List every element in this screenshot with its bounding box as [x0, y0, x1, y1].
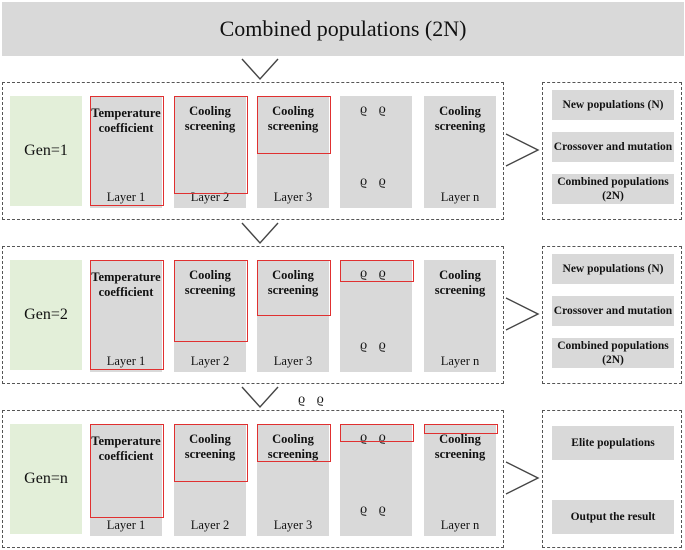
between-dots: ϱ ϱ — [298, 392, 328, 407]
selection-highlight — [257, 260, 331, 316]
layer-title: Cooling screening — [267, 104, 319, 133]
population-op-item: Elite populations — [552, 426, 674, 460]
population-op-item: Crossover and mutation — [552, 296, 674, 326]
population-op-item: Combined populations (2N) — [552, 338, 674, 368]
generation-label: Gen=2 — [10, 260, 82, 370]
population-op-item: New populations (N) — [552, 254, 674, 284]
generation-label: Gen=1 — [10, 96, 82, 206]
layer-number: Layer 3 — [273, 354, 313, 368]
down-chevron-3 — [241, 386, 279, 409]
population-op-item: Combined populations (2N) — [552, 174, 674, 204]
layer-number: Layer n — [440, 190, 480, 204]
right-chevron-arrow — [505, 461, 540, 495]
layer-number: Layer n — [440, 518, 480, 532]
selection-highlight — [257, 424, 331, 462]
generation-section — [2, 82, 504, 220]
population-ops-panel — [542, 82, 682, 220]
layer-box: ϱ ϱ ϱ ϱ — [340, 260, 414, 372]
combined-populations-header: Combined populations (2N) — [2, 2, 684, 56]
layer-number: Layer n — [440, 354, 480, 368]
layer-title: Cooling screening — [184, 268, 236, 297]
selection-highlight — [257, 96, 331, 154]
layer-title: Cooling screening — [434, 432, 486, 461]
layer-number: Layer 1 — [106, 190, 146, 204]
layer-title: Temperature coefficient — [91, 106, 161, 135]
population-op-item: Crossover and mutation — [552, 132, 674, 162]
layer-title: Cooling screening — [184, 104, 236, 133]
layer-title: Cooling screening — [434, 268, 486, 297]
population-op-item: New populations (N) — [552, 90, 674, 120]
selection-highlight — [174, 260, 248, 342]
layer-box: ϱ ϱ ϱ ϱ — [340, 96, 412, 208]
layer-number: Layer 1 — [106, 354, 146, 368]
down-chevron-1 — [241, 58, 279, 81]
selection-highlight — [174, 424, 248, 482]
selection-highlight — [90, 96, 164, 206]
selection-highlight — [340, 424, 414, 442]
layer-title: Temperature coefficient — [91, 270, 161, 299]
layer-title: Temperature coefficient — [91, 434, 161, 463]
generation-section — [2, 246, 504, 384]
ellipsis-top: ϱ ϱ — [360, 102, 390, 117]
ellipsis-top: ϱ ϱ — [360, 266, 390, 281]
layer-number: Layer 3 — [273, 518, 313, 532]
layer-title: Cooling screening — [434, 104, 486, 133]
population-op-item: Output the result — [552, 500, 674, 534]
generation-label: Gen=n — [10, 424, 82, 534]
layer-title: Cooling screening — [184, 432, 236, 461]
selection-highlight — [340, 260, 414, 282]
selection-highlight — [90, 424, 164, 518]
down-chevron-2 — [241, 222, 279, 245]
ellipsis-bottom: ϱ ϱ — [360, 338, 390, 353]
selection-highlight — [424, 424, 498, 434]
layer-number: Layer 2 — [190, 518, 230, 532]
header-title: Combined populations (2N) — [219, 16, 467, 41]
layer-title: Cooling screening — [267, 432, 319, 461]
right-chevron-arrow — [505, 133, 540, 167]
selection-highlight — [174, 96, 248, 194]
right-chevron-arrow — [505, 297, 540, 331]
layer-number: Layer 2 — [190, 354, 230, 368]
layer-title: Cooling screening — [267, 268, 319, 297]
population-ops-panel — [542, 246, 682, 384]
selection-highlight — [90, 260, 164, 370]
ellipsis-bottom: ϱ ϱ — [360, 174, 390, 189]
layer-number: Layer 1 — [106, 518, 146, 532]
ellipsis-bottom: ϱ ϱ — [360, 502, 390, 517]
generation-section — [2, 410, 504, 548]
layer-number: Layer 3 — [273, 190, 313, 204]
population-ops-panel — [542, 410, 682, 548]
